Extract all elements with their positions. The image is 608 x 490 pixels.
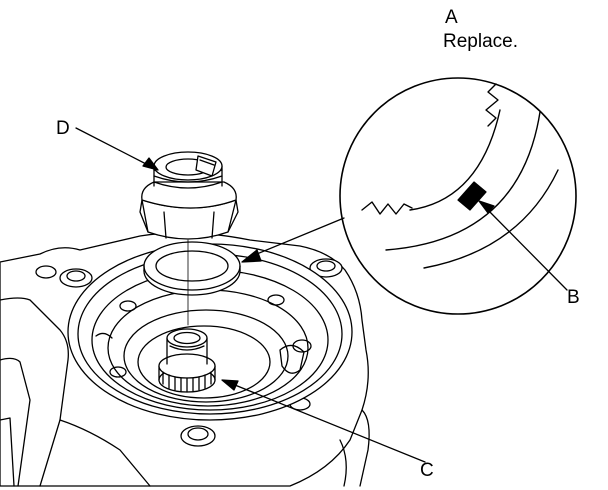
o-ring-b [144, 242, 240, 295]
callout-d: D [56, 118, 70, 139]
callout-c: C [420, 460, 434, 481]
o-ring-section [458, 182, 486, 210]
leader-b [484, 206, 567, 290]
housing-bore [68, 244, 352, 420]
shaft-c [159, 329, 215, 392]
leader-c [230, 383, 425, 462]
callout-b: B [567, 287, 580, 308]
leader-lines [76, 128, 567, 462]
leader-detail [252, 218, 344, 256]
plug-d [140, 152, 238, 239]
leader-d [76, 128, 150, 166]
detail-magnifier [340, 78, 576, 314]
callout-a-note: Replace. [443, 31, 518, 52]
callout-a: A [445, 7, 458, 28]
